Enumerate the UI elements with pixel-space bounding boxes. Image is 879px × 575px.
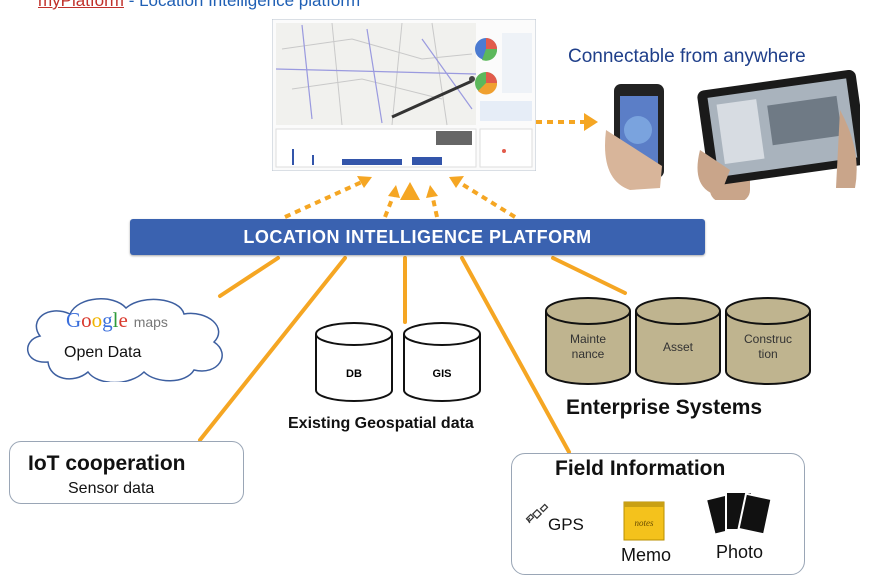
- existing-geospatial-label: Existing Geospatial data: [288, 415, 474, 432]
- geospatial-cylinders: [315, 322, 481, 402]
- enterprise-systems-label: Enterprise Systems: [566, 396, 763, 419]
- iot-title: IoT cooperation: [28, 452, 186, 475]
- arrowhead-4: [426, 185, 438, 198]
- platform-banner: LOCATION INTELLIGENCE PLATFORM: [130, 219, 705, 255]
- line-opendata: [218, 256, 280, 298]
- line-enterprise: [551, 256, 627, 295]
- iot-subtitle: Sensor data: [68, 480, 155, 497]
- enterprise-cylinders: [545, 297, 811, 385]
- devices-image: [605, 70, 860, 200]
- memo-label: Memo: [621, 545, 672, 565]
- google-letter: e: [118, 308, 128, 332]
- gis-label: GIS: [432, 368, 452, 380]
- header-brand[interactable]: myPlatform: [38, 0, 124, 10]
- arrowhead-2: [388, 185, 400, 198]
- photo-label: Photo: [716, 542, 764, 562]
- google-letter: G: [66, 308, 82, 332]
- line-iot: [198, 256, 347, 442]
- memo-icon: notes: [623, 501, 665, 541]
- photo-icon: [706, 491, 772, 536]
- arrowhead-1: [357, 176, 372, 188]
- enterprise-item-asset: Asset: [662, 340, 693, 354]
- open-data-label: Open Data: [64, 344, 142, 361]
- field-info-title: Field Information: [555, 457, 726, 480]
- db-label: DB: [346, 368, 362, 380]
- google-letter: o: [81, 308, 92, 332]
- google-maps-logo: Google maps: [66, 308, 168, 333]
- header-subtitle: - Location Intelligence platform: [123, 0, 361, 10]
- google-maps-text: maps: [133, 314, 168, 330]
- iot-box: [9, 441, 244, 504]
- dotted-arrow-1: [284, 179, 365, 219]
- google-letter: g: [102, 308, 113, 332]
- dotted-arrow-4: [430, 193, 439, 218]
- tablet: [697, 70, 860, 186]
- platform-label: LOCATION INTELLIGENCE PLATFORM: [243, 227, 592, 247]
- arrowhead-3: [400, 182, 420, 200]
- dashboard-screenshot: [272, 19, 536, 171]
- line-field: [460, 256, 571, 454]
- header-title: myPlatform - Location Intelligence platf…: [38, 0, 360, 11]
- connect-caption: Connectable from anywhere: [568, 46, 806, 67]
- google-letter: l: [112, 308, 119, 332]
- cloud-shape: [26, 298, 223, 382]
- dotted-arrow-2: [383, 193, 396, 218]
- arrowhead-5: [449, 176, 464, 188]
- google-letter: o: [91, 308, 103, 332]
- memo-notes-text: notes: [635, 518, 654, 528]
- arrowhead-right: [584, 113, 598, 131]
- gps-label: GPS: [548, 515, 584, 534]
- satellite-icon: [525, 503, 549, 524]
- dotted-arrow-5: [455, 179, 517, 219]
